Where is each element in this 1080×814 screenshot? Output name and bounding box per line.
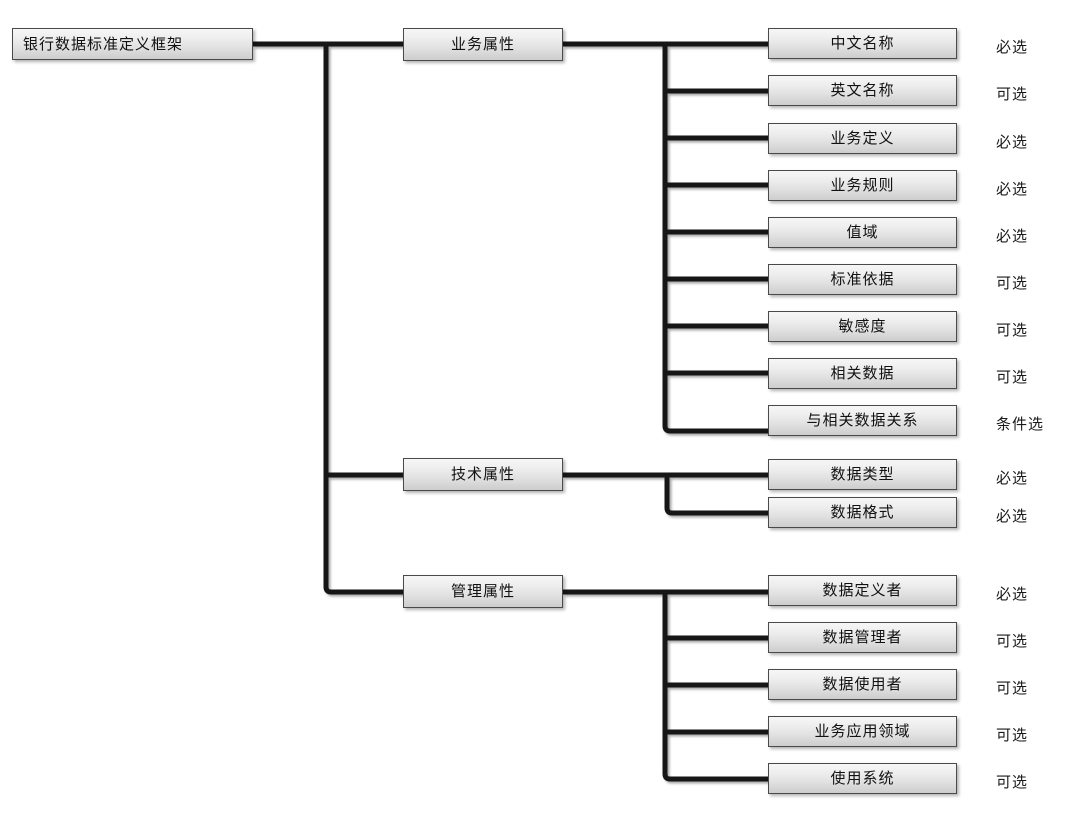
node-leaf-data-format[interactable]: 数据格式 [768,497,957,528]
requirement-english-name: 可选 [996,85,1029,103]
node-business-attributes[interactable]: 业务属性 [403,28,563,61]
requirement-business-rule: 必选 [996,180,1029,198]
requirement-sensitivity: 可选 [996,321,1029,339]
node-technical-attributes-label: 技术属性 [450,465,515,483]
requirement-chinese-name: 必选 [996,38,1029,56]
technical-branch-connectors [563,472,768,516]
requirement-standard-basis: 可选 [996,274,1029,292]
node-leaf-label: 英文名称 [830,81,895,99]
node-leaf-business-rule[interactable]: 业务规则 [768,170,957,201]
management-branch-connectors [563,589,768,782]
trunk-connectors [253,41,403,595]
requirement-value-domain: 必选 [996,227,1029,245]
node-technical-attributes[interactable]: 技术属性 [403,458,563,491]
business-branch-connectors [563,41,768,434]
node-leaf-english-name[interactable]: 英文名称 [768,75,957,106]
node-leaf-label: 相关数据 [830,364,895,382]
node-leaf-label: 中文名称 [830,34,895,52]
requirement-data-type: 必选 [996,469,1029,487]
node-leaf-sensitivity[interactable]: 敏感度 [768,311,957,342]
node-leaf-chinese-name[interactable]: 中文名称 [768,28,957,59]
node-leaf-label: 敏感度 [838,317,887,335]
node-leaf-label: 数据格式 [830,503,895,521]
requirement-using-system: 可选 [996,773,1029,791]
node-business-attributes-label: 业务属性 [450,35,515,53]
node-management-attributes[interactable]: 管理属性 [403,575,563,608]
node-leaf-label: 数据定义者 [822,581,903,599]
node-leaf-label: 与相关数据关系 [806,411,919,429]
requirement-data-format: 必选 [996,507,1029,525]
requirement-data-definer: 必选 [996,585,1029,603]
requirement-data-user: 可选 [996,679,1029,697]
node-leaf-label: 使用系统 [830,769,895,787]
node-root[interactable]: 银行数据标准定义框架 [12,28,253,60]
node-leaf-label: 数据类型 [830,465,895,483]
node-root-label: 银行数据标准定义框架 [23,34,184,53]
requirement-related-data-relationship: 条件选 [996,415,1045,433]
node-leaf-label: 业务规则 [830,176,895,194]
requirement-data-manager: 可选 [996,632,1029,650]
node-leaf-data-manager[interactable]: 数据管理者 [768,622,957,653]
node-leaf-related-data[interactable]: 相关数据 [768,358,957,389]
node-leaf-label: 数据使用者 [822,675,903,693]
node-leaf-label: 值域 [846,223,879,241]
requirement-related-data: 可选 [996,368,1029,386]
node-leaf-business-definition[interactable]: 业务定义 [768,123,957,154]
node-leaf-label: 数据管理者 [822,628,903,646]
node-leaf-label: 标准依据 [830,270,895,288]
node-leaf-label: 业务应用领域 [814,722,911,740]
node-leaf-standard-basis[interactable]: 标准依据 [768,264,957,295]
node-leaf-related-data-relationship[interactable]: 与相关数据关系 [768,405,957,436]
node-leaf-data-user[interactable]: 数据使用者 [768,669,957,700]
requirement-business-application-domain: 可选 [996,726,1029,744]
node-leaf-data-definer[interactable]: 数据定义者 [768,575,957,606]
node-leaf-business-application-domain[interactable]: 业务应用领域 [768,716,957,747]
node-management-attributes-label: 管理属性 [450,582,515,600]
requirement-business-definition: 必选 [996,133,1029,151]
node-leaf-data-type[interactable]: 数据类型 [768,459,957,490]
node-leaf-using-system[interactable]: 使用系统 [768,763,957,794]
node-leaf-value-domain[interactable]: 值域 [768,217,957,248]
node-leaf-label: 业务定义 [830,129,895,147]
